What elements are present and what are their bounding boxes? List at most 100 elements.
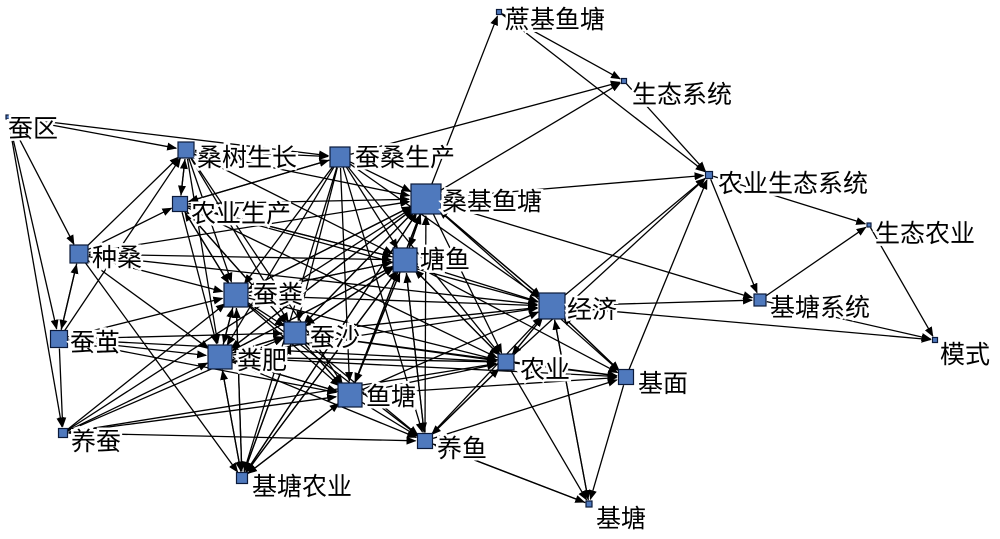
edge-jitang-to-jingji [552,319,589,501]
edge-tangyu-to-jimian [416,265,619,374]
edge-nongye-to-jitang [509,369,588,501]
edge-jitangnongye-to-cansha [243,344,292,473]
node-jitangnongye [235,471,249,485]
edge-sangjiyutang-to-nongyeshengtaixitong [441,172,705,199]
edge-yutang-to-sangjiyutang [354,213,421,384]
edge-cansangshengchan-to-jingji [348,162,541,298]
edge-sangshushengzhang-to-sangjiyutang [194,151,411,198]
edge-canfen-to-yangyu [245,302,419,436]
node-canjian [49,329,69,349]
edge-canfen-to-tangyu [248,260,393,294]
edge-jitangxitong-to-moshi [766,300,932,341]
edge-jimian-to-jitang [589,385,625,501]
edge-jitang-to-yangyu [432,443,586,504]
edge-yangyu-to-tangyu [403,272,425,433]
edge-sangshushengzhang-to-yutang [190,157,343,385]
node-label-zhongsang: 种桑 [92,243,142,272]
edge-canqu-to-sangshushengzhang [10,116,178,151]
node-cansha [283,321,307,345]
edge-nongye-to-tangyu [414,269,501,357]
edge-sangjiyutang-to-zhejiyutang [431,15,499,185]
edge-zhongsang-to-fenfei [86,259,210,350]
edge-shengtainongye-to-moshi [869,227,934,337]
node-nongye [497,353,515,371]
edge-yutang-to-yangyu [360,401,418,437]
node-jitangxitong [753,293,767,307]
edge-nongye-to-nongyeshengtaixitong [512,178,706,357]
node-jingji [538,292,566,320]
node-canfen [223,282,249,308]
node-shengtainongye [866,222,872,228]
edge-nongyeshengchan-to-sangshushengzhang [179,158,188,196]
edge-yangyu-to-jimian [432,378,618,440]
edge-canfen-to-yutang [245,303,341,387]
edge-sangjiyutang-to-shengtaixitong [439,82,621,192]
node-label-jimian: 基面 [638,369,688,398]
node-label-yangyu: 养鱼 [437,434,487,463]
edge-cansangshengchan-to-cansha [296,167,338,322]
edge-yangcan-to-cansha [67,337,285,432]
node-label-cansha: 蚕沙 [310,323,360,352]
node-jimian [617,368,635,386]
edge-canjian-to-cansha [68,329,283,340]
edge-zhejiyutang-to-shengtaixitong [501,13,621,80]
edge-sangshushengzhang-to-cansha [190,157,289,323]
edge-yangyu-to-sangjiyutang [421,215,430,433]
edge-canqu-to-yangcan [7,119,65,428]
edge-nongyeshengtaixitong-to-shengtainongye [713,175,867,225]
edge-canjian-to-canfen [68,296,224,338]
edge-jitangnongye-to-sangjiyutang [245,212,418,473]
node-label-sangshushengzhang: 桑树生长 [197,143,297,172]
label-layer: 蚕区桑树生长蚕桑生产蔗基鱼塘生态系统农业生态系统生态农业模式农业生产桑基鱼塘种桑… [6,3,993,536]
edge-cansangshengchan-to-yutang [339,167,354,382]
node-zhongsang [69,244,89,264]
node-shengtaixitong [620,77,628,85]
edge-fenfei-to-cansha [232,335,284,354]
edge-layer [7,13,934,504]
edge-nongyeshengtaixitong-to-jitangxitong [710,178,758,294]
edge-yangcan-to-canfen [66,303,226,431]
edge-zhongsang-to-jingji [88,254,539,308]
edge-zhongsang-to-sangshushengzhang [85,156,180,248]
edge-cansha-to-jingji [306,304,539,333]
node-canqu [5,114,11,120]
node-label-yutang: 鱼塘 [366,382,416,411]
edge-jingji-to-nongyeshengtaixitong [562,177,706,298]
edge-jingji-to-jitangxitong [565,296,753,307]
node-tangyu [392,247,418,273]
edge-nongye-to-jimian [514,362,618,379]
edge-canqu-to-cansangshengchan [10,116,330,159]
edge-sangshushengzhang-to-fenfei [186,158,221,345]
node-label-shengtainongye: 生态农业 [875,219,975,248]
edge-tangyu-to-sangjiyutang [408,214,422,248]
edge-cansangshengchan-to-nongyeshengchan [188,159,330,203]
node-label-fenfei: 粪肥 [237,346,287,375]
edge-canjian-to-yangcan [58,348,67,428]
edge-sangshushengzhang-to-tangyu [193,153,394,255]
node-label-zhejiyutang: 蔗基鱼塘 [505,5,605,34]
edge-nongyeshengchan-to-jingji [188,205,539,304]
node-label-cansangshengchan: 蚕桑生产 [355,143,455,172]
node-label-tangyu: 塘鱼 [420,245,470,274]
edge-cansangshengchan-to-sangjiyutang [349,161,412,193]
edge-tangyu-to-nongyeshengchan [188,204,393,258]
edge-jimian-to-nongyeshengtaixitong [628,179,708,370]
edge-yangcan-to-sangjiyutang [67,207,413,431]
edge-yutang-to-nongye [362,362,498,393]
node-label-jitangxitong: 基塘系统 [770,293,870,322]
edge-canfen-to-cansha [246,301,285,327]
edge-sangshushengzhang-to-canfen [188,158,233,283]
node-cansangshengchan [329,146,351,168]
edge-yangyu-to-nongye [430,368,500,436]
edge-canqu-to-zhongsang [8,119,75,246]
edge-zhejiyutang-to-nongyeshengtaixitong [501,13,706,173]
edge-canfen-to-nongyeshengchan [184,211,230,285]
edge-zhongsang-to-nongyeshengchan [87,207,173,251]
node-label-sangjiyutang: 桑基鱼塘 [442,187,542,216]
edge-jingji-to-moshi [565,306,932,343]
node-label-nongye: 农业 [520,355,570,384]
edge-zhongsang-to-tangyu [88,253,392,264]
edge-sangshushengzhang-to-cansangshengchan [194,149,329,161]
edge-nongyeshengchan-to-nongye [187,207,498,359]
